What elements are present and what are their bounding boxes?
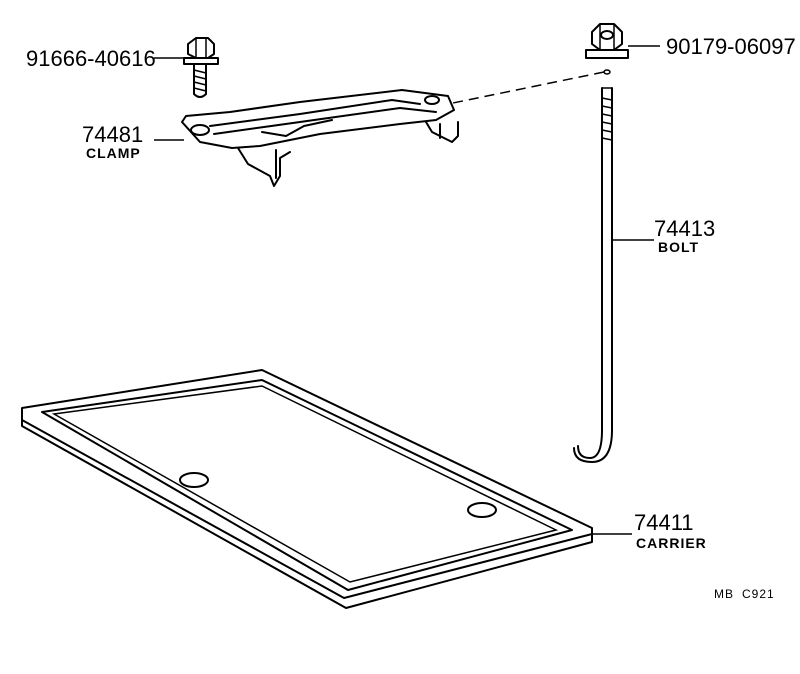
part-name-long-bolt: BOLT [658, 239, 699, 255]
clamp-drawing [181, 89, 459, 187]
carrier-tray-drawing [21, 369, 593, 609]
long-bolt-drawing [573, 87, 613, 463]
alignment-dashed-line [447, 71, 605, 105]
footer-prefix: MB [714, 587, 734, 601]
footer-code: C921 [742, 587, 775, 601]
part-number-bolt: 91666-40616 [26, 46, 156, 71]
flange-bolt-drawing [183, 37, 219, 98]
flange-nut-drawing [585, 23, 629, 75]
part-number-clamp: 74481 [82, 122, 143, 147]
part-name-carrier: CARRIER [636, 535, 707, 551]
part-number-nut: 90179-06097 [666, 34, 796, 59]
part-number-long-bolt: 74413 [654, 216, 715, 241]
part-number-carrier: 74411 [634, 510, 694, 535]
part-name-clamp: CLAMP [86, 145, 141, 161]
